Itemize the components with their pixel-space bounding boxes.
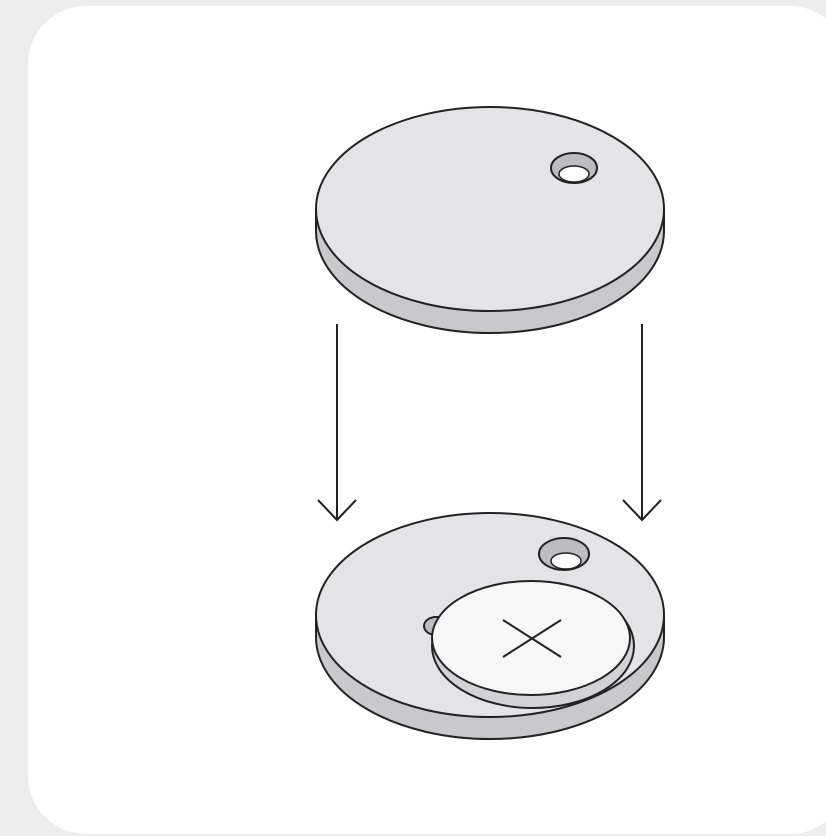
battery-icon	[431, 580, 635, 709]
arrow-down-icon	[317, 324, 357, 522]
arrow-down-icon	[622, 324, 662, 522]
close-icon	[502, 619, 562, 658]
top-disc-icon	[315, 106, 665, 334]
bottom-disc-hole-icon	[538, 537, 590, 571]
top-disc-face	[315, 106, 665, 312]
top-disc-hole-icon	[550, 152, 598, 184]
